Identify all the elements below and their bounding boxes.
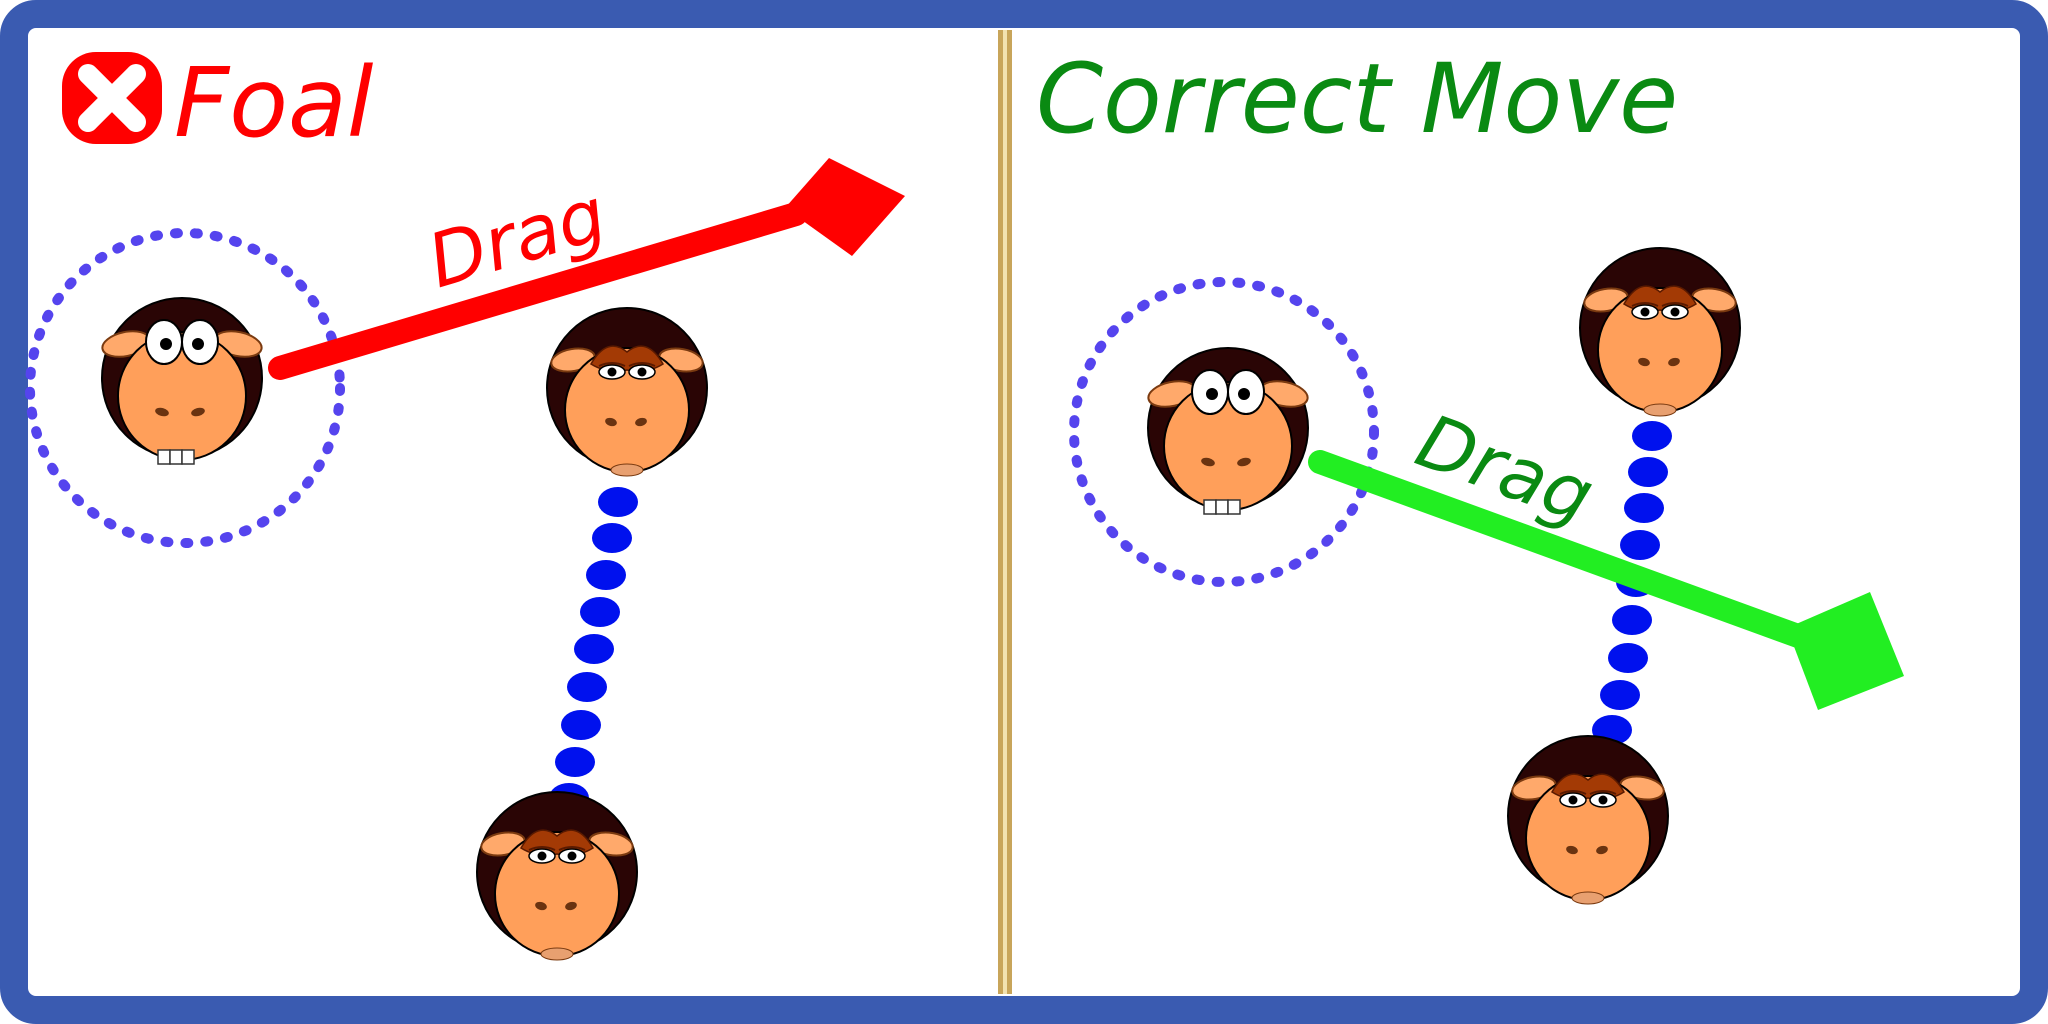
arrow-icon (268, 158, 905, 380)
right-panel-title: Correct Move (1036, 43, 1678, 155)
left-panel: Foal Drag (25, 47, 905, 961)
selection-ring-icon (1069, 277, 1379, 587)
left-panel-title: Foal (174, 47, 374, 159)
x-mark-icon (62, 52, 162, 144)
selection-ring-icon (25, 228, 345, 548)
right-panel: Correct Move Drag (1036, 43, 1904, 905)
arrow-icon (1308, 450, 1904, 710)
